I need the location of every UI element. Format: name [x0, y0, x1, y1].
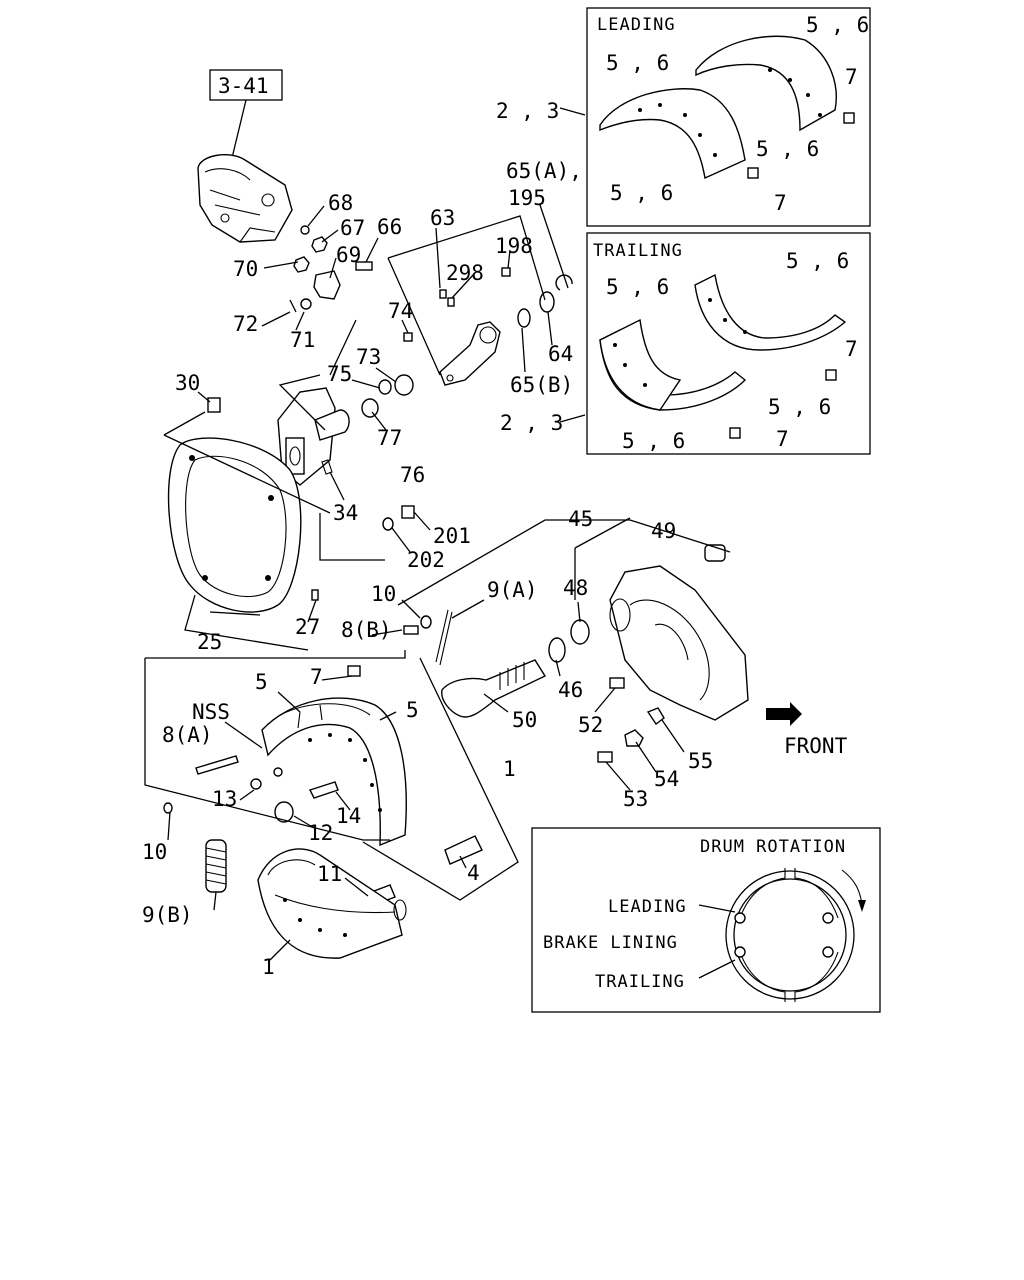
brake-chamber: [197, 154, 293, 243]
brake-shoe-lower: [257, 848, 407, 959]
callout-4: 4: [467, 861, 480, 885]
trailing-label-6: 7: [776, 427, 789, 451]
callout-65b: 65(B): [510, 373, 573, 397]
drum-rotation-title: DRUM ROTATION: [700, 837, 846, 857]
clevis-parts: [289, 225, 373, 313]
return-spring-9a: [435, 609, 453, 666]
callout-195: 195: [508, 186, 546, 210]
callout-49: 49: [651, 519, 676, 543]
callout-5-left: 5: [255, 670, 268, 694]
leading-assembly-label: 2 , 3: [496, 99, 559, 123]
reference-box: 3-41: [209, 69, 283, 159]
leading-label-5: 5 , 6: [610, 181, 673, 205]
callout-34: 34: [333, 501, 358, 525]
leading-label-2: 5 , 6: [606, 51, 669, 75]
callout-72: 72: [233, 312, 258, 336]
trailing-box-title: TRAILING: [593, 241, 683, 261]
callout-76: 76: [400, 463, 425, 487]
reference-label: 3-41: [218, 74, 269, 98]
trailing-box: TRAILING 5 , 6 5 , 6 7 5 , 6 5 , 6 7 2 ,…: [500, 232, 871, 455]
leading-box-title: LEADING: [597, 15, 676, 35]
callout-10-top: 10: [371, 582, 396, 606]
callout-27: 27: [295, 615, 320, 639]
leading-box: LEADING 5 , 6 5 , 6 7 5 , 6 5 , 6 7 2 , …: [496, 7, 871, 227]
washers-64-65: [517, 274, 573, 328]
callout-1-top: 1: [503, 757, 516, 781]
callout-198: 198: [495, 234, 533, 258]
callout-70: 70: [233, 257, 258, 281]
dust-shield: [167, 437, 319, 613]
leading-label-1: 5 , 6: [806, 13, 869, 37]
callout-54: 54: [654, 767, 679, 791]
trailing-label-4: 5 , 6: [768, 395, 831, 419]
callout-25: 25: [197, 630, 222, 654]
camshaft: [441, 619, 590, 718]
callout-67: 67: [340, 216, 365, 240]
front-arrow: [766, 702, 802, 726]
callout-5-right: 5: [406, 698, 419, 722]
callout-nss: NSS: [192, 700, 230, 724]
callout-11: 11: [317, 862, 342, 886]
trailing-label-5: 5 , 6: [622, 429, 685, 453]
callout-202: 202: [407, 548, 445, 572]
rotation-leading-label: LEADING: [608, 897, 687, 917]
trailing-label-1: 5 , 6: [786, 249, 849, 273]
trailing-label-3: 7: [845, 337, 858, 361]
leading-label-4: 5 , 6: [756, 137, 819, 161]
callout-75: 75: [327, 362, 352, 386]
return-spring-9b: [205, 839, 227, 893]
callout-10-bottom: 10: [142, 840, 167, 864]
callout-12: 12: [308, 821, 333, 845]
callout-63: 63: [430, 206, 455, 230]
rotation-lining-label: BRAKE LINING: [543, 933, 678, 953]
callout-labels: FRONT 68 67 66 70 69 72 71 63 298 198 65…: [142, 159, 848, 979]
callout-8a: 8(A): [162, 723, 213, 747]
trailing-assembly-label: 2 , 3: [500, 411, 563, 435]
callout-50: 50: [512, 708, 537, 732]
callout-201: 201: [433, 524, 471, 548]
callout-52: 52: [578, 713, 603, 737]
callout-71: 71: [290, 328, 315, 352]
drum-rotation-box: DRUM ROTATION LEADING BRAKE LINING TRAIL…: [531, 827, 881, 1013]
callout-1-bottom: 1: [262, 955, 275, 979]
brake-spider: [597, 544, 749, 763]
callout-53: 53: [623, 787, 648, 811]
rotation-trailing-label: TRAILING: [595, 972, 685, 992]
camshaft-bracket: [207, 374, 415, 531]
callout-66: 66: [377, 215, 402, 239]
leading-label-6: 7: [774, 191, 787, 215]
callout-77: 77: [377, 426, 402, 450]
front-label: FRONT: [784, 734, 848, 758]
slack-adjuster: [403, 267, 511, 386]
callout-7: 7: [310, 665, 323, 689]
callout-9a: 9(A): [487, 578, 538, 602]
callout-68: 68: [328, 191, 353, 215]
callout-55: 55: [688, 749, 713, 773]
callout-30: 30: [175, 371, 200, 395]
leading-label-3: 7: [845, 65, 858, 89]
callout-73: 73: [356, 345, 381, 369]
brake-shoe-upper: [250, 665, 407, 847]
callout-45: 45: [568, 507, 593, 531]
callout-69: 69: [336, 243, 361, 267]
callout-64: 64: [548, 342, 573, 366]
callout-9b: 9(B): [142, 903, 193, 927]
callout-46: 46: [558, 678, 583, 702]
callout-74: 74: [388, 299, 413, 323]
trailing-label-2: 5 , 6: [606, 275, 669, 299]
callout-65a: 65(A),: [506, 159, 582, 183]
callout-leaders: [167, 204, 685, 961]
callout-48: 48: [563, 576, 588, 600]
leader-lines: [144, 107, 731, 901]
callout-298: 298: [446, 261, 484, 285]
callout-8b: 8(B): [341, 618, 392, 642]
callout-13: 13: [212, 787, 237, 811]
